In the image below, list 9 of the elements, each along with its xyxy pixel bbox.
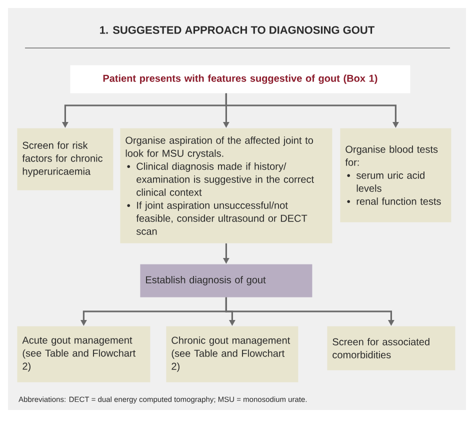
title: 1. SUGGESTED APPROACH TO DIAGNOSING GOUT — [100, 26, 374, 34]
process-box: Screen for associated comorbidities — [327, 326, 456, 370]
process-box: Chronic gout management (see Table and Flowchart 2) — [166, 326, 298, 382]
process-box: Acute gout management (see Table and Flowchart 2) — [17, 326, 150, 382]
start-box: Patient presents with features suggestive of gout (Box 1) — [70, 65, 410, 94]
process-box: Organise aspiration of the affected joint to look for MSU crystals. Clinical diagnosis made if history/ examination is suggestive in the correct clinical context If joint aspiration unsuccessful/not feasible, consider ultrasound or DECT scan — [120, 128, 332, 244]
process-box: Screen for risk factors for chronic hyperuricaemia — [17, 128, 114, 190]
process-box: Organise blood tests for: serum uric acid levels renal function tests — [340, 128, 452, 222]
diagnosis-box: Establish diagnosis of gout — [140, 264, 312, 298]
